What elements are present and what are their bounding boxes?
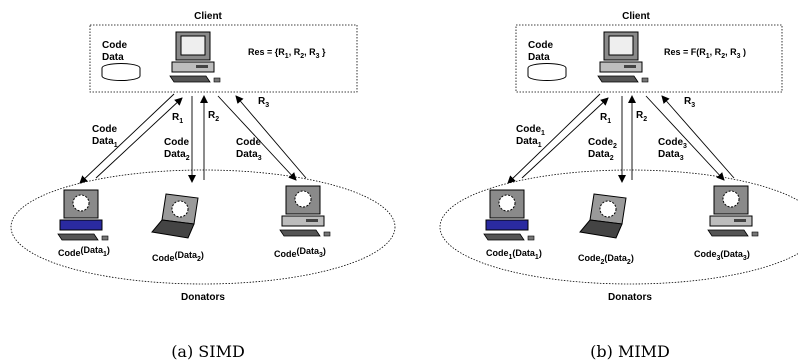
code-label: Code	[528, 40, 553, 51]
return-label-2: R2	[208, 110, 219, 123]
return-arrow-3	[235, 95, 307, 179]
panel-caption: (a) SIMD	[171, 342, 245, 361]
donor-computer-icon-1	[483, 189, 535, 241]
send-code-label-2: Code2	[588, 137, 617, 150]
panel-caption: (b) MIMD	[590, 342, 670, 361]
data-label: Data	[102, 52, 124, 63]
donators-label: Donators	[608, 292, 652, 303]
donators-ellipse	[439, 169, 798, 285]
donor-label-1: Code1(Data1)	[486, 248, 542, 261]
send-arrow-3	[217, 95, 297, 181]
send-data-label-3: Data3	[236, 149, 262, 162]
send-arrow-3	[645, 95, 725, 181]
send-data-label-1: Data1	[516, 136, 542, 149]
return-arrow-1	[521, 97, 609, 179]
send-code-label-1: Code1	[516, 124, 545, 137]
client-label: Client	[622, 11, 650, 22]
send-code-label-2: Code	[164, 137, 189, 148]
data-label: Data	[528, 52, 550, 63]
send-data-label-2: Data2	[588, 149, 614, 162]
return-label-3: R3	[258, 96, 269, 109]
donor-computer-icon-1	[57, 189, 109, 241]
result-formula: Res = {R1, R2, R3 }	[248, 47, 326, 60]
client-box	[89, 24, 358, 93]
send-arrow-1	[79, 93, 175, 184]
send-code-label-3: Code3	[658, 137, 687, 150]
database-icon	[527, 63, 567, 81]
donor-computer-icon-3	[707, 185, 759, 237]
donators-label: Donators	[181, 292, 225, 303]
return-label-1: R1	[172, 112, 183, 125]
send-code-label-1: Code	[92, 124, 117, 135]
send-code-label-3: Code	[236, 137, 261, 148]
donor-laptop-icon-2	[579, 193, 627, 239]
database-icon	[101, 63, 141, 81]
return-arrow-1	[95, 97, 183, 179]
return-label-2: R2	[636, 110, 647, 123]
send-data-label-3: Data3	[658, 149, 684, 162]
client-label: Client	[194, 11, 222, 22]
code-label: Code	[102, 40, 127, 51]
send-arrow-1	[507, 93, 601, 184]
client-computer-icon	[597, 31, 649, 83]
panel-simd: Client Code Data Res = {R1, R2, R3 } R1 …	[10, 11, 396, 361]
client-computer-icon	[169, 31, 221, 83]
return-label-1: R1	[600, 112, 611, 125]
donators-ellipse	[10, 169, 396, 285]
return-label-3: R3	[684, 96, 695, 109]
panel-mimd: Client Code Data Res = F(R1, R2, R3 ) R1…	[439, 11, 798, 361]
donor-label-2: Code(Data2)	[152, 250, 204, 263]
client-box	[515, 24, 783, 93]
donor-label-3: Code3(Data3)	[694, 249, 750, 262]
donor-label-2: Code2(Data2)	[578, 253, 634, 266]
return-arrow-3	[661, 95, 735, 179]
result-formula: Res = F(R1, R2, R3 )	[664, 47, 746, 60]
send-data-label-1: Data1	[92, 136, 118, 149]
donor-label-3: Code(Data3)	[274, 246, 326, 259]
donor-laptop-icon-2	[151, 193, 199, 239]
donor-label-1: Code(Data1)	[58, 245, 110, 258]
donor-computer-icon-3	[279, 185, 331, 237]
send-data-label-2: Data2	[164, 149, 190, 162]
